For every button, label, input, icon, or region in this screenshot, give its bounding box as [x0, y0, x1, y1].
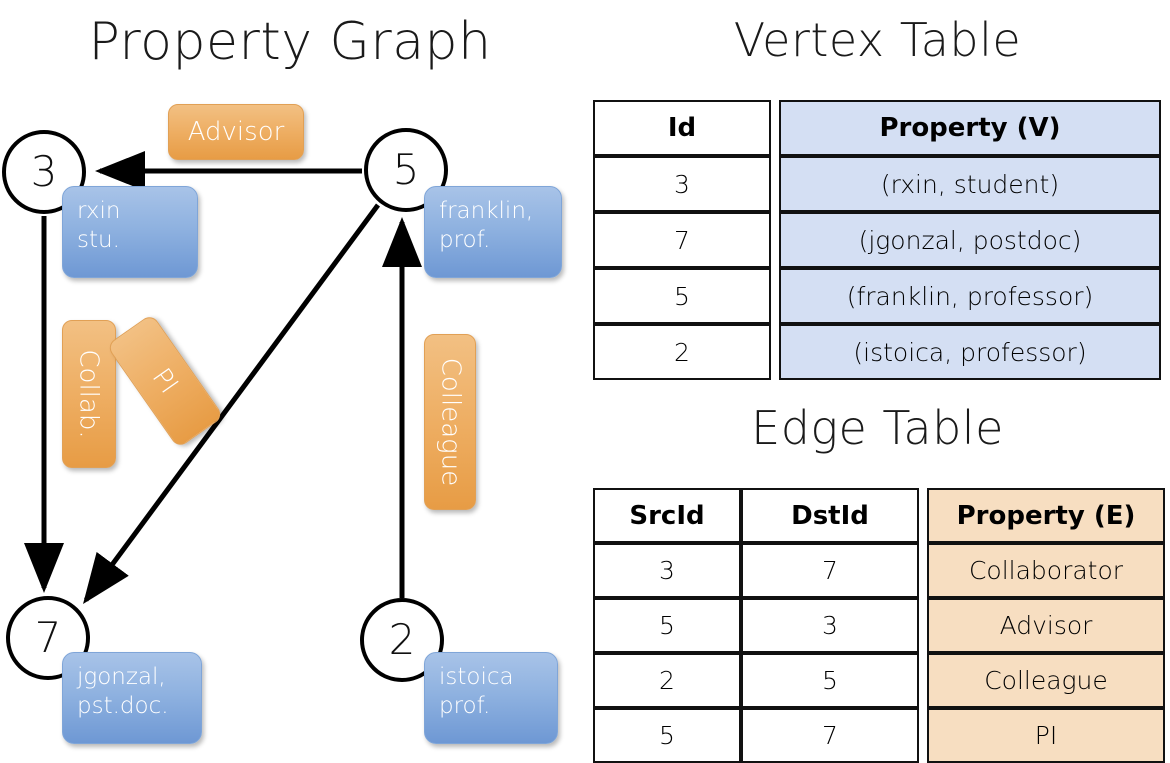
edge-label-advisor: Advisor	[168, 104, 304, 160]
vertex-cell-property: (franklin, professor)	[779, 268, 1161, 324]
table-column-gap	[771, 324, 779, 380]
table-column-gap	[771, 100, 779, 156]
graph-node-2[interactable]: 2	[360, 598, 444, 682]
vertex-cell-id: 5	[593, 268, 771, 324]
vertex-cell-property: (istoica, professor)	[779, 324, 1161, 380]
page-title-edge-table: Edge Table	[751, 401, 1004, 455]
table-column-gap	[919, 598, 927, 653]
edge-cell-property: Advisor	[927, 598, 1165, 653]
edge-cell-property: PI	[927, 708, 1165, 763]
edge-cell-property: Colleague	[927, 653, 1165, 708]
table-column-gap	[771, 268, 779, 324]
edge-table-header-row: SrcId DstId Property (E)	[593, 488, 1165, 543]
node-property-box-2: istoica prof.	[424, 652, 558, 744]
edge-label-collab: Collab.	[62, 320, 116, 468]
table-column-gap	[919, 708, 927, 763]
vertex-cell-id: 7	[593, 212, 771, 268]
edge-cell-dstid: 5	[741, 653, 919, 708]
page-title-property-graph: Property Graph	[88, 12, 492, 72]
edge-cell-srcid: 5	[593, 598, 741, 653]
graph-node-3-label: 3	[30, 147, 58, 196]
table-row: 3 7 Collaborator	[593, 543, 1165, 598]
table-column-gap	[919, 653, 927, 708]
table-row: 5 7 PI	[593, 708, 1165, 763]
vertex-table-header-property: Property (V)	[779, 100, 1161, 156]
edge-table-header-srcid: SrcId	[593, 488, 741, 543]
graph-node-2-label: 2	[388, 615, 416, 664]
table-row: 7 (jgonzal, postdoc)	[593, 212, 1161, 268]
edge-cell-property: Collaborator	[927, 543, 1165, 598]
node-property-box-7: jgonzal, pst.doc.	[62, 652, 202, 744]
table-column-gap	[771, 212, 779, 268]
vertex-table-header-row: Id Property (V)	[593, 100, 1161, 156]
edge-table-header-property: Property (E)	[927, 488, 1165, 543]
table-row: 5 3 Advisor	[593, 598, 1165, 653]
edge-cell-srcid: 2	[593, 653, 741, 708]
edge-cell-dstid: 3	[741, 598, 919, 653]
table-row: 2 (istoica, professor)	[593, 324, 1161, 380]
table-row: 5 (franklin, professor)	[593, 268, 1161, 324]
table-row: 3 (rxin, student)	[593, 156, 1161, 212]
table-column-gap	[771, 156, 779, 212]
vertex-cell-id: 3	[593, 156, 771, 212]
table-column-gap	[919, 488, 927, 543]
vertex-cell-property: (jgonzal, postdoc)	[779, 212, 1161, 268]
edge-table: SrcId DstId Property (E) 3 7 Collaborato…	[593, 488, 1165, 763]
edge-label-collab-text: Collab.	[74, 349, 104, 439]
edge-cell-srcid: 5	[593, 708, 741, 763]
node-property-box-5: franklin, prof.	[424, 186, 562, 278]
vertex-table: Id Property (V) 3 (rxin, student) 7 (jgo…	[593, 100, 1161, 380]
edge-cell-dstid: 7	[741, 543, 919, 598]
table-row: 2 5 Colleague	[593, 653, 1165, 708]
vertex-table-header-id: Id	[593, 100, 771, 156]
edge-cell-dstid: 7	[741, 708, 919, 763]
edge-label-advisor-text: Advisor	[187, 117, 285, 147]
vertex-cell-property: (rxin, student)	[779, 156, 1161, 212]
graph-node-5-label: 5	[392, 145, 420, 194]
edge-label-colleague: Colleague	[424, 334, 476, 510]
table-column-gap	[919, 543, 927, 598]
vertex-cell-id: 2	[593, 324, 771, 380]
graph-node-7-label: 7	[34, 613, 62, 662]
edge-5-to-7	[83, 203, 381, 605]
edge-label-pi-text: PI	[146, 362, 184, 400]
edge-table-header-dstid: DstId	[741, 488, 919, 543]
node-property-box-3: rxin stu.	[62, 186, 198, 278]
page-title-vertex-table: Vertex Table	[733, 13, 1022, 67]
graph-node-5[interactable]: 5	[364, 128, 448, 212]
edge-label-colleague-text: Colleague	[435, 357, 466, 487]
edge-cell-srcid: 3	[593, 543, 741, 598]
property-graph-panel: Property Graph 3 5 7	[0, 0, 585, 760]
graph-edges-layer	[24, 151, 422, 605]
